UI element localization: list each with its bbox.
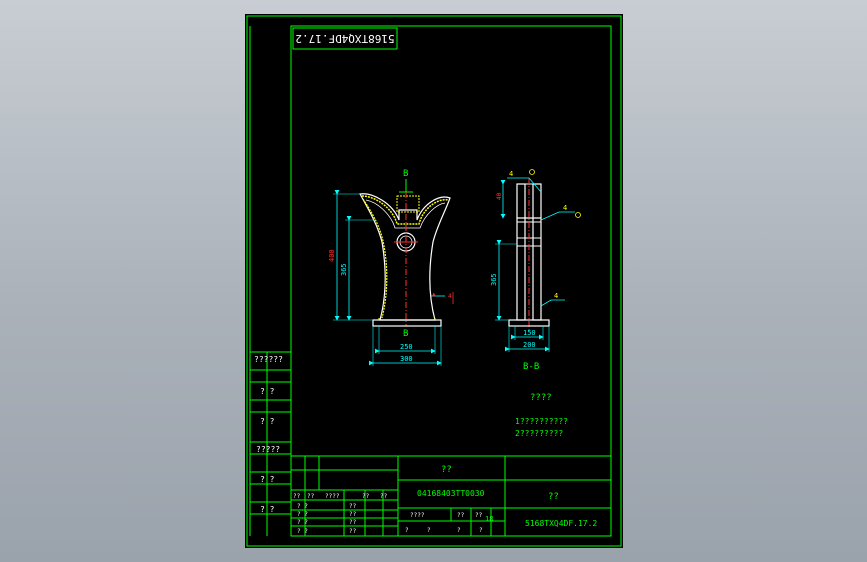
side-table: [250, 369, 291, 515]
mirrored-code-text: 5168TXQ4DF.17.2: [295, 32, 394, 45]
mid-row-1: ??: [349, 503, 357, 510]
front-base-plate: [372, 319, 442, 327]
title-block-drawing-number: 04168403TT0030: [417, 489, 485, 498]
mid-cell-1: ????: [410, 512, 425, 519]
section-dim-base-inner: 150: [523, 329, 536, 337]
side-table-cell-6: ? ?: [260, 505, 275, 514]
tech-req-line-2: 2?????????: [515, 429, 563, 438]
bottom-cell-4: ?: [479, 527, 483, 534]
mirrored-code-box: [292, 27, 398, 50]
title-block-material: ??: [548, 492, 559, 502]
left-row-2: ? ?: [297, 511, 308, 518]
section-mark-top: B: [403, 169, 408, 179]
section-dim-upper: 40: [496, 192, 503, 200]
section-mark-bottom: B: [403, 329, 408, 339]
header-cell-4: ??: [362, 493, 370, 500]
front-weld-top: [361, 195, 449, 225]
side-table-cell-1: ??????: [254, 355, 283, 364]
left-row-3: ? ?: [297, 519, 308, 526]
front-dim-base-inner: 250: [400, 343, 413, 351]
section-dim-base-outer: 200: [523, 341, 536, 349]
title-block-code: 5168TXQ4DF.17.2: [525, 519, 597, 528]
section-plate-right: [532, 183, 542, 321]
inner-frame: [290, 25, 612, 537]
outer-frame: [246, 15, 622, 547]
left-row-4: ? ?: [297, 528, 308, 535]
section-base-plate: [508, 319, 550, 327]
mid-row-2: ??: [349, 511, 357, 518]
side-table-cell-4: ?????: [256, 445, 280, 454]
header-cell-1: ??: [293, 493, 301, 500]
tech-req-line-1: 1??????????: [515, 417, 568, 426]
front-view: B B ▲ 4 400 365: [328, 169, 454, 366]
front-dim-lower-height: 365: [340, 263, 348, 276]
left-row-1: ? ?: [297, 503, 308, 510]
mid-cell-2: ??: [457, 512, 465, 519]
svg-text:▲: ▲: [432, 291, 436, 298]
front-weld-note: 4: [448, 293, 452, 300]
drawing-sheet: ?????? ? ? ? ? ????? ? ? ? ? 5168TXQ4DF.…: [245, 14, 623, 548]
side-table-cell-2: ? ?: [260, 387, 275, 396]
section-weld-label-2: 4: [563, 204, 567, 212]
section-weld-label-1: 4: [509, 170, 513, 178]
tech-req-title: ????: [530, 393, 552, 403]
section-weld-label-3: 4: [554, 292, 558, 300]
front-dim-total-height: 400: [328, 249, 336, 262]
section-title: B-B: [523, 362, 539, 372]
bottom-cell-3: ?: [457, 527, 461, 534]
title-block-scale: 18: [485, 515, 493, 523]
title-block-name: ??: [441, 465, 452, 475]
title-block: [290, 455, 612, 537]
drawing-canvas: ?????? ? ? ? ? ????? ? ? ? ? 5168TXQ4DF.…: [246, 15, 622, 547]
bottom-cell-2: ?: [427, 527, 431, 534]
section-dim-height: 365: [490, 273, 498, 286]
side-table-cell-3: ? ?: [260, 417, 275, 426]
header-cell-3: ????: [325, 493, 340, 500]
front-weld-left: [362, 198, 388, 319]
side-table-cell-5: ? ?: [260, 475, 275, 484]
mid-row-4: ??: [349, 528, 357, 535]
header-cell-5: ??: [380, 493, 388, 500]
front-body-outline: [359, 193, 451, 321]
mid-row-3: ??: [349, 519, 357, 526]
section-view: 4 4 4 40 365 150 200 B-B: [490, 169, 581, 372]
section-plate-left: [516, 183, 526, 321]
mid-cell-3: ??: [475, 512, 483, 519]
header-cell-2: ??: [307, 493, 315, 500]
bottom-cell-1: ?: [405, 527, 409, 534]
front-dim-base-outer: 300: [400, 355, 413, 363]
